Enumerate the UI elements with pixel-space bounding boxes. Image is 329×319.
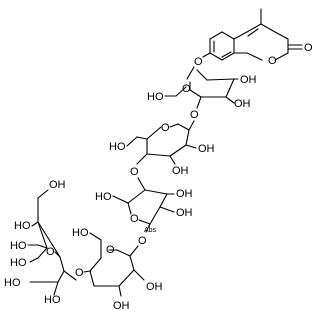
ring-1-oxygen-label: O bbox=[182, 83, 191, 95]
glycosidic-oxygen-label: O bbox=[194, 56, 203, 68]
sugar-ring-3 bbox=[112, 177, 175, 233]
ring-5-ho-label-2: HO bbox=[10, 240, 27, 252]
ring-1-oh-label-2: OH bbox=[234, 98, 251, 110]
ring-1-link-oxygen-label: O bbox=[190, 109, 199, 121]
sugar-ring-2 bbox=[126, 120, 197, 165]
carbonyl-oxygen-label: O bbox=[304, 42, 313, 54]
ring-2-oxygen-label: O bbox=[161, 122, 170, 134]
ring-5-ho-label-1: HO bbox=[14, 220, 31, 232]
ring-3-oh-label-2: OH bbox=[176, 207, 193, 219]
ring-oxygen-label: O bbox=[268, 55, 277, 67]
ring-4-oh-label-1: OH bbox=[146, 281, 163, 293]
ring-1-oh-label-1: OH bbox=[240, 74, 257, 86]
ring-4-oxygen-label: O bbox=[106, 244, 115, 256]
coumarin-group bbox=[202, 8, 303, 61]
ring-5-ho-label-3: HO bbox=[10, 257, 27, 269]
ring-5-oh-label-top: OH bbox=[49, 179, 66, 191]
ring-2-oh-label-1: OH bbox=[198, 143, 215, 155]
sugar-ring-5 bbox=[27, 189, 77, 296]
ring-5-ho-label-5: HO bbox=[44, 294, 61, 306]
ring-4-ho-label: HO bbox=[72, 227, 89, 239]
ring-4-link-oxygen-label: O bbox=[75, 267, 84, 279]
ring-2-ho-label: HO bbox=[109, 141, 126, 153]
ring-5-ho-label-4: HO bbox=[4, 277, 21, 289]
ring-3-link-oxygen-label: O bbox=[138, 235, 147, 247]
ring-3-oxygen-label: O bbox=[130, 213, 139, 225]
ring-2-oh-label-2: OH bbox=[172, 165, 189, 177]
sugar-ring-1 bbox=[164, 66, 239, 109]
ring-3-ho-label: HO bbox=[95, 191, 112, 203]
ring-2-link-oxygen-label: O bbox=[130, 166, 139, 178]
ring-4-oh-label-2: OH bbox=[113, 300, 130, 312]
ring-5-oxygen-label: O bbox=[46, 246, 55, 258]
ring-3-oh-label-1: OH bbox=[176, 188, 193, 200]
abs-stereo-label: Abs bbox=[144, 227, 157, 234]
sugar-ring-4 bbox=[83, 232, 145, 297]
ring-1-ho-label: HO bbox=[147, 91, 164, 103]
